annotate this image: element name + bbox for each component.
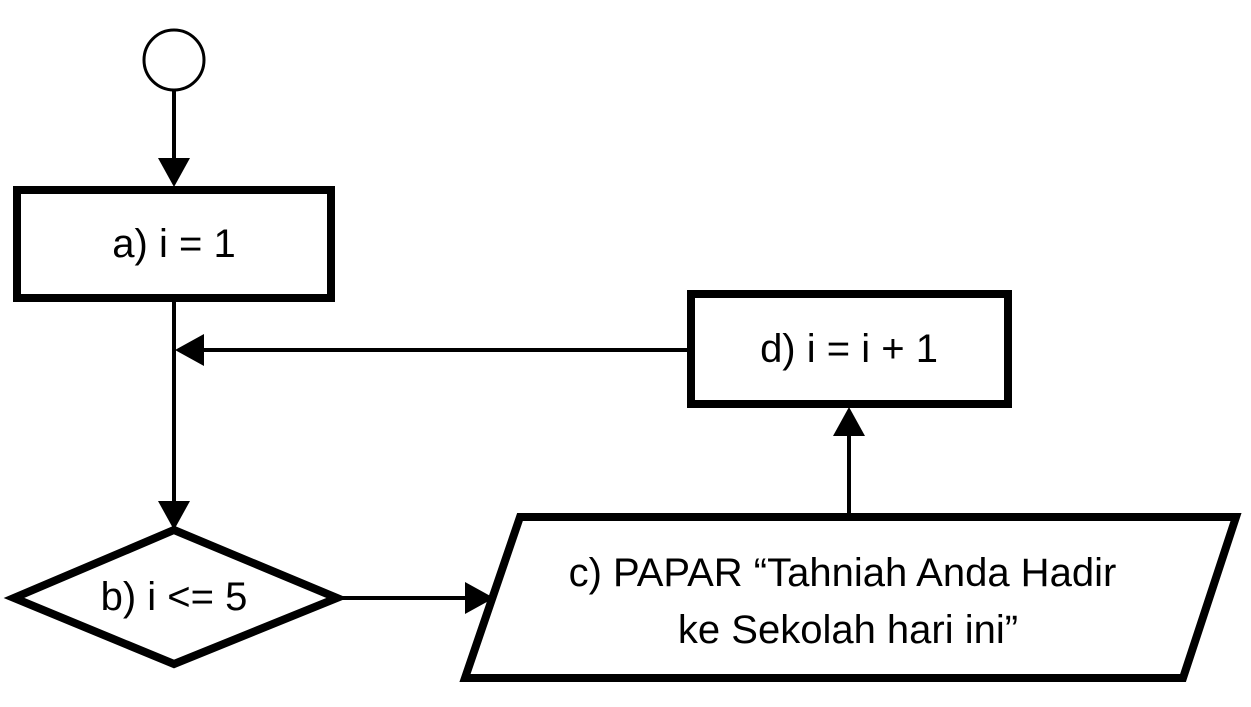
arrowhead	[465, 582, 494, 614]
arrowhead	[158, 501, 190, 530]
start-node	[142, 28, 206, 92]
node-a-label: a) i = 1	[112, 222, 235, 266]
edge-a-to-b	[158, 302, 190, 530]
decision-node-b: b) i <= 5	[3, 525, 348, 669]
node-c-label: c) PAPAR “Tahniah Anda Hadir ke Sekolah …	[569, 551, 1128, 652]
process-node-d: d) i = i + 1	[687, 290, 1012, 408]
io-node-c: c) PAPAR “Tahniah Anda Hadir ke Sekolah …	[459, 513, 1242, 682]
node-b-label: b) i <= 5	[101, 575, 248, 619]
arrowhead	[175, 334, 204, 366]
edge-b-to-c	[340, 582, 494, 614]
edge-c-to-d	[833, 407, 865, 513]
node-c-label-line-1: c) PAPAR “Tahniah Anda Hadir	[569, 551, 1117, 595]
process-node-a: a) i = 1	[13, 186, 335, 302]
node-d-label: d) i = i + 1	[760, 327, 938, 371]
edge-d-to-b	[175, 334, 687, 366]
arrowhead	[158, 158, 190, 187]
node-c-label-line-2: ke Sekolah hari ini”	[678, 608, 1018, 652]
arrowhead	[833, 407, 865, 436]
edge-start-to-a	[158, 90, 190, 187]
